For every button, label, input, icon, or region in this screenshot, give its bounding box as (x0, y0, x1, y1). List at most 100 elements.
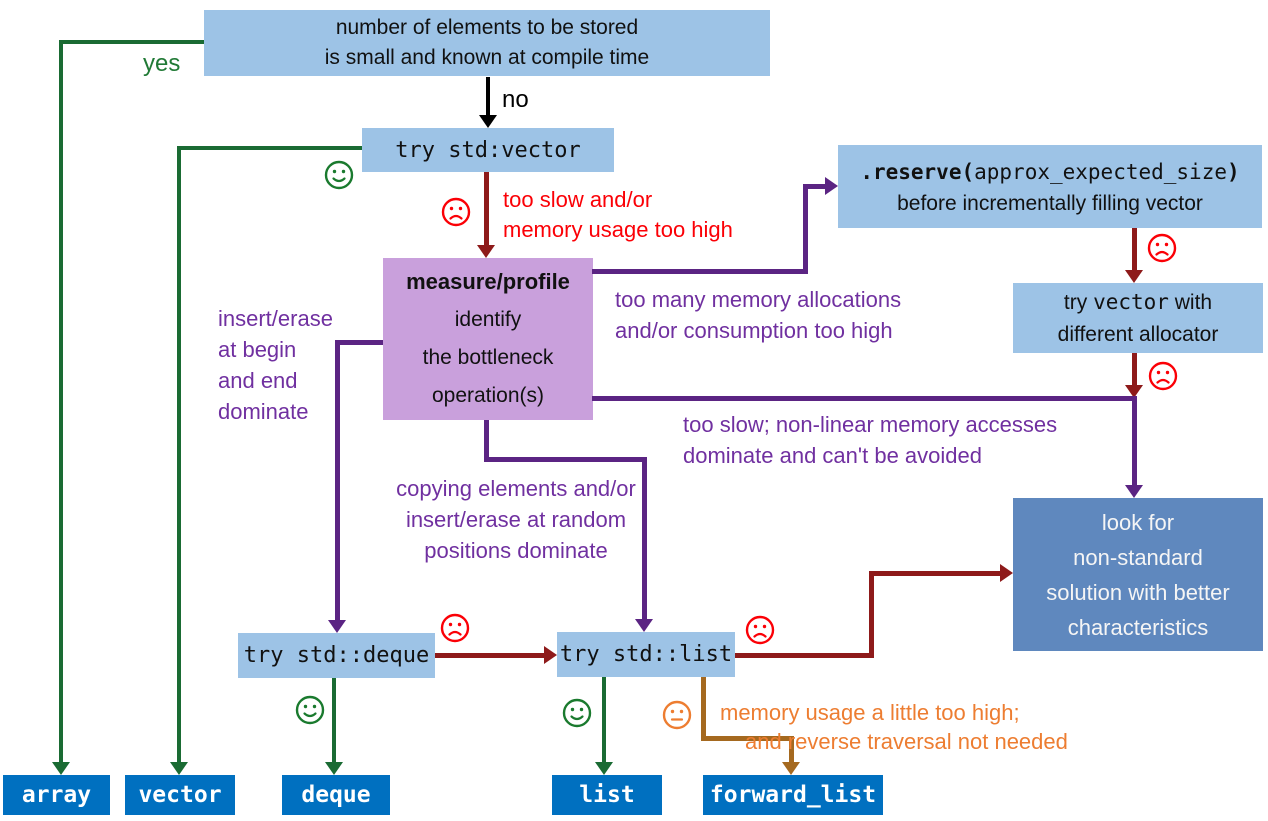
edge-allocator-fail-vertical (1132, 353, 1137, 386)
sad-face-icon (440, 196, 472, 228)
arrowhead-to-nonstandard (1125, 485, 1143, 498)
arrowhead-to-reserve (825, 177, 838, 195)
edge-measure-list-v2 (642, 457, 647, 620)
nonstandard-line-2: non-standard (1073, 544, 1203, 570)
label-non-linear-line-2: dominate and can't be avoided (683, 443, 982, 468)
arrowhead-ok-to-vector (170, 762, 188, 775)
label-too-slow-line-1: too slow and/or (503, 187, 653, 212)
result-list: list (552, 775, 662, 815)
arrowhead-to-forward-list (782, 762, 800, 775)
try-list-label: try std::list (559, 642, 733, 667)
start-line-2: is small and known at compile time (324, 46, 650, 69)
label-insert-line-2: at begin (218, 337, 297, 362)
allocator-code: vector (1093, 289, 1169, 314)
edge-list-fail-h2 (869, 571, 1001, 576)
edge-measure-nonstandard-h (592, 396, 1137, 401)
label-insert-line-4: dominate (218, 399, 309, 424)
edge-measure-nonstandard-v (1132, 396, 1137, 486)
edge-measure-reserve-h2 (803, 184, 826, 189)
label-too-many-line-2: and/or consumption too high (615, 318, 893, 343)
label-copying-line-1: copying elements and/or (396, 476, 636, 501)
edge-forward-v1 (701, 677, 706, 741)
arrowhead-to-allocator (1125, 270, 1143, 283)
arrowhead-to-try-list (635, 619, 653, 632)
reserve-code-open: .reserve( (860, 159, 975, 184)
edge-list-ok-v (602, 677, 606, 763)
measure-line-3: operation(s) (431, 384, 545, 407)
label-insert-begin-end: insert/erase at begin and end dominate (218, 303, 333, 427)
label-memory-little-line-2: and reverse traversal not needed (745, 729, 1068, 754)
allocator-line-1: try vector with (1064, 286, 1212, 319)
result-vector: vector (125, 775, 235, 815)
smiley-face-icon (323, 159, 355, 191)
result-list-label: list (579, 782, 635, 808)
node-start-condition: number of elements to be stored is small… (204, 10, 770, 76)
label-too-slow: too slow and/or memory usage too high (503, 185, 733, 245)
arrowhead-no-to-try-vector (479, 115, 497, 128)
label-copying-line-3: positions dominate (424, 538, 608, 563)
edge-measure-list-h (484, 457, 647, 462)
allocator-pre: try (1063, 290, 1094, 314)
measure-title: measure/profile (406, 269, 570, 294)
label-non-linear-line-1: too slow; non-linear memory accesses (683, 412, 1058, 437)
nonstandard-line-4: characteristics (1067, 614, 1209, 640)
node-try-vector-allocator: try vector with different allocator (1013, 283, 1263, 353)
measure-line-2: the bottleneck (422, 346, 554, 369)
edge-no-vertical (486, 77, 490, 116)
result-array: array (3, 775, 110, 815)
node-reserve: .reserve(approx_expected_size) before in… (838, 145, 1262, 228)
result-deque-label: deque (301, 782, 371, 808)
label-yes: yes (143, 50, 181, 77)
neutral-face-icon (661, 699, 693, 731)
edge-vector-fail-vertical (484, 172, 489, 246)
result-deque: deque (282, 775, 390, 815)
arrowhead-deque-to-list (544, 646, 557, 664)
label-memory-little-line-1: memory usage a little too high; (720, 700, 1020, 725)
sad-face-icon (1146, 232, 1178, 264)
edge-vector-ok-horizontal (177, 146, 362, 150)
sad-face-icon (439, 612, 471, 644)
node-try-std-vector: try std:vector (362, 128, 614, 172)
try-vector-label: try std:vector (395, 137, 581, 163)
label-copying-line-2: insert/erase at random (405, 507, 627, 532)
allocator-line-2: different allocator (1057, 322, 1219, 346)
label-too-many-line-1: too many memory allocations (615, 287, 902, 312)
edge-yes-horizontal (59, 40, 204, 44)
arrowhead-ok-to-list (595, 762, 613, 775)
arrowhead-to-try-deque (328, 620, 346, 633)
label-too-slow-line-2: memory usage too high (503, 217, 733, 242)
arrowhead-allocator-to-junction (1125, 385, 1143, 398)
result-forward-list-label: forward_list (709, 782, 877, 808)
start-line-1: number of elements to be stored (335, 16, 639, 39)
edge-measure-deque-v (335, 340, 340, 621)
label-no: no (502, 86, 529, 113)
arrowhead-fail-to-measure (477, 245, 495, 258)
label-insert-line-1: insert/erase (218, 306, 333, 331)
reserve-code-close: ) (1227, 159, 1240, 184)
edge-reserve-fail-vertical (1132, 228, 1137, 271)
edge-deque-fail-h (435, 653, 545, 658)
result-array-label: array (21, 782, 92, 808)
edge-measure-reserve-v (803, 184, 808, 274)
try-deque-label: try std::deque (243, 643, 430, 668)
label-non-linear: too slow; non-linear memory accesses dom… (683, 409, 1057, 471)
allocator-post: with (1168, 290, 1213, 314)
edge-measure-list-v1 (484, 420, 489, 462)
edge-yes-vertical (59, 40, 63, 763)
reserve-code-line: .reserve(approx_expected_size) (860, 155, 1239, 189)
node-nonstandard-solution: look for non-standard solution with bett… (1013, 498, 1263, 651)
node-measure-profile: measure/profile identify the bottleneck … (383, 258, 593, 420)
node-try-std-deque: try std::deque (238, 633, 435, 678)
edge-measure-deque-h (335, 340, 383, 345)
edge-vector-ok-vertical (177, 146, 181, 763)
arrowhead-ok-to-deque (325, 762, 343, 775)
sad-face-icon (1147, 360, 1179, 392)
edge-measure-reserve-h1 (592, 269, 808, 274)
smiley-face-icon (294, 694, 326, 726)
node-try-std-list: try std::list (557, 632, 735, 677)
measure-line-1: identify (454, 308, 522, 331)
sad-face-icon (744, 614, 776, 646)
reserve-code-arg: approx_expected_size (974, 159, 1227, 184)
nonstandard-line-1: look for (1101, 509, 1175, 535)
